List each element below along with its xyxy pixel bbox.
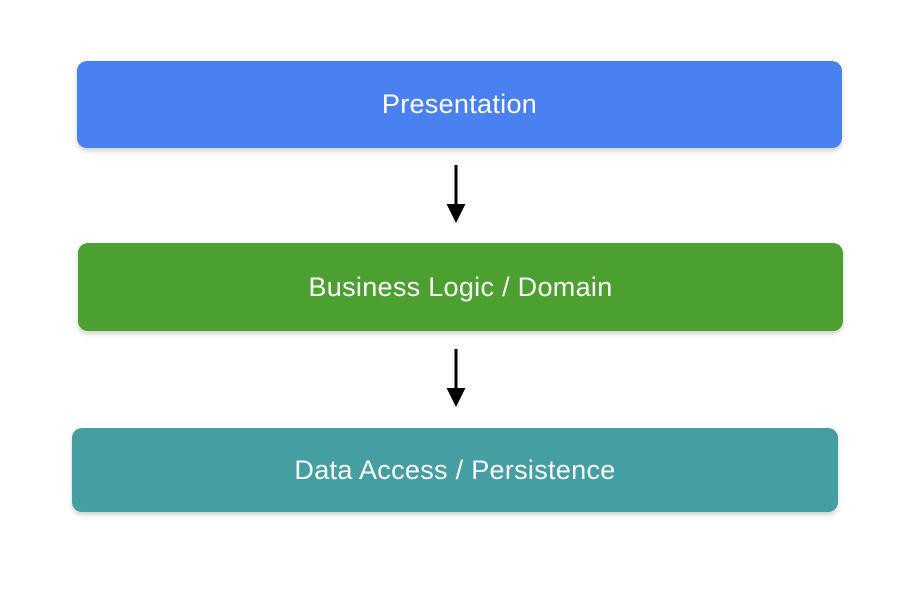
layer-box-business-logic: Business Logic / Domain bbox=[78, 243, 843, 331]
layer-box-data-access: Data Access / Persistence bbox=[72, 428, 838, 512]
layer-label-data-access: Data Access / Persistence bbox=[294, 454, 616, 485]
layer-box-presentation: Presentation bbox=[77, 61, 842, 148]
layer-label-presentation: Presentation bbox=[381, 89, 538, 119]
arrow-down-icon bbox=[446, 165, 466, 223]
layer-label-business-logic: Business Logic / Domain bbox=[308, 271, 613, 302]
arrow-down-icon bbox=[446, 349, 466, 407]
